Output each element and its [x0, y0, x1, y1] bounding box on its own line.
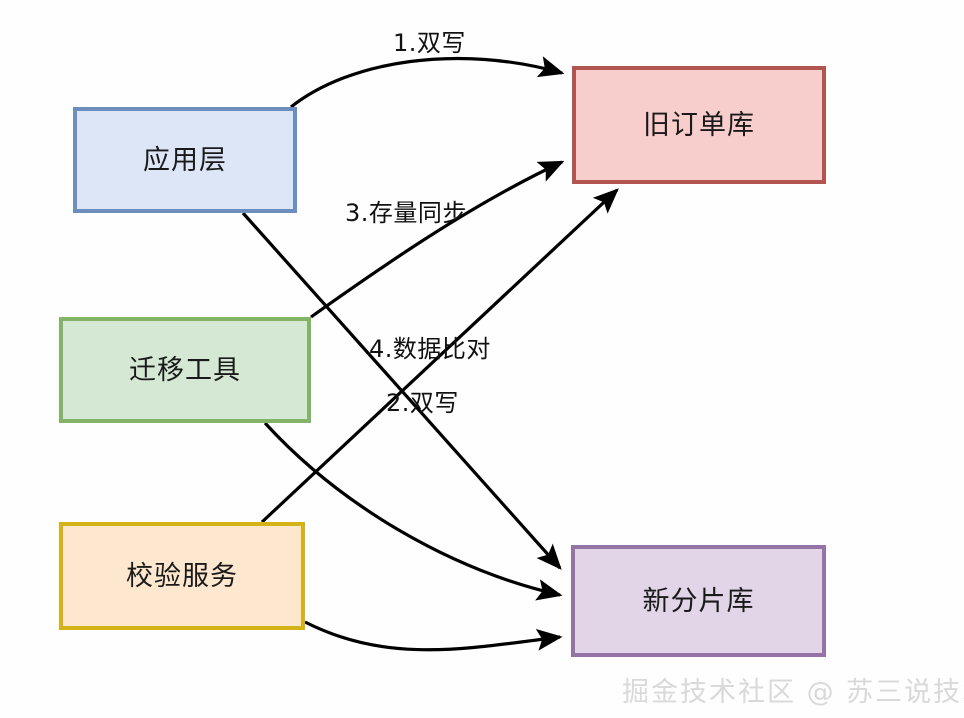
node-app[interactable]: 应用层	[73, 107, 297, 213]
edge-label-dual-write-2: 2.双写	[386, 389, 459, 417]
node-old-order-db[interactable]: 旧订单库	[572, 66, 826, 184]
edge-app-to-old-db	[290, 56, 565, 109]
edge-migration-to-old-db	[310, 160, 565, 319]
edge-label-stock-sync: 3.存量同步	[345, 199, 467, 227]
node-migration[interactable]: 迁移工具	[59, 317, 311, 423]
node-old-order-db-label: 旧订单库	[643, 109, 755, 141]
node-verify-label: 校验服务	[126, 560, 238, 592]
watermark: 掘金技术社区 @ 苏三说技术	[622, 677, 964, 708]
node-verify[interactable]: 校验服务	[59, 522, 305, 630]
edge-migration-to-new-db	[263, 421, 563, 601]
edge-label-dual-write-1: 1.双写	[393, 29, 466, 57]
node-new-sharded-db-label: 新分片库	[642, 585, 755, 617]
node-new-sharded-db[interactable]: 新分片库	[571, 545, 826, 657]
edge-verify-to-new-db	[304, 620, 563, 652]
node-app-label: 应用层	[143, 144, 227, 176]
edge-label-data-compare: 4.数据比对	[369, 335, 491, 363]
node-migration-label: 迁移工具	[129, 354, 241, 386]
